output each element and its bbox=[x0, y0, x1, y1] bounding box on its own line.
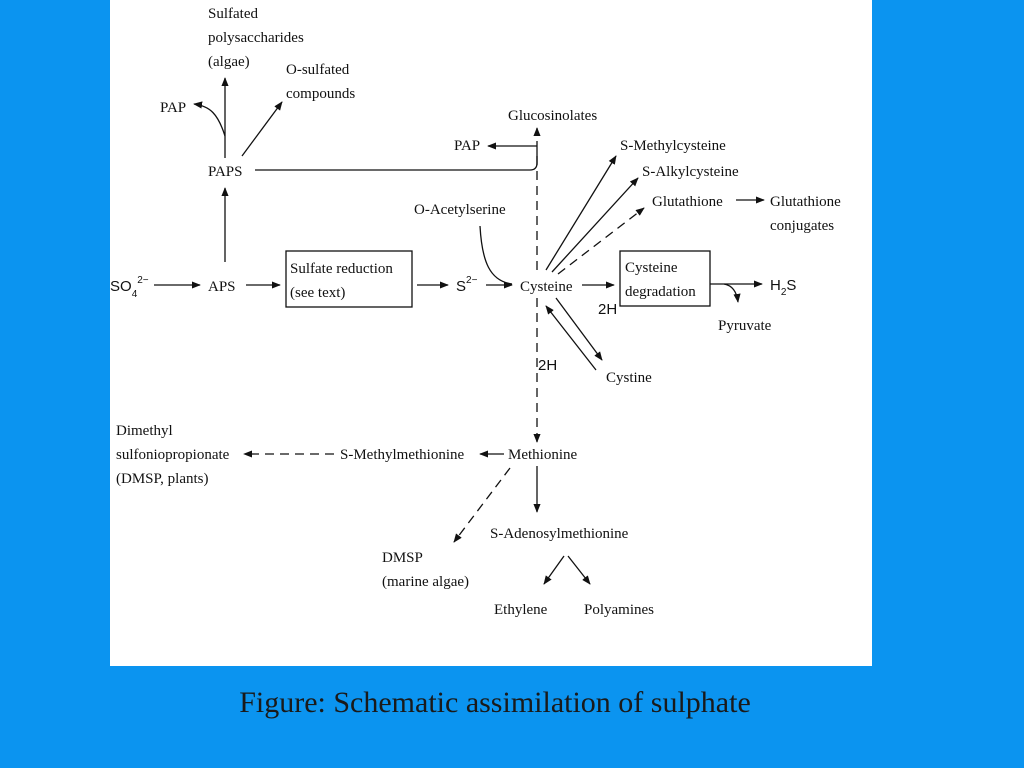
figure-caption: Figure: Schematic assimilation of sulpha… bbox=[239, 686, 751, 719]
h2s-label: H2S bbox=[770, 277, 796, 298]
sulfate-reduction-line1: Sulfate reduction bbox=[290, 261, 393, 277]
arrow-cystine-to-cysteine bbox=[545, 305, 597, 371]
sulfate-reduction-box bbox=[285, 250, 413, 308]
diagram-panel: Sulfated polysaccharides (algae) O-sulfa… bbox=[110, 0, 872, 666]
arrow-paps-to-o-sulfated bbox=[241, 101, 283, 157]
glutathione-conjugates-line2: conjugates bbox=[770, 218, 834, 234]
cystine-label: Cystine bbox=[606, 370, 652, 386]
cysteine-label: Cysteine bbox=[520, 279, 573, 295]
pap-right-label: PAP bbox=[454, 138, 480, 154]
arrow-to-polyamines bbox=[567, 555, 591, 585]
paps-label: PAPS bbox=[208, 164, 242, 180]
cysteine-degradation-line2: degradation bbox=[625, 284, 696, 300]
two-h-lower-label: 2H bbox=[538, 357, 557, 374]
o-acetylserine-curve bbox=[479, 225, 513, 285]
ethylene-label: Ethylene bbox=[494, 602, 548, 618]
o-acetylserine-label: O-Acetylserine bbox=[414, 202, 506, 218]
s-methylcysteine-label: S-Methylcysteine bbox=[620, 138, 726, 154]
so4-label: SO42− bbox=[110, 275, 149, 300]
aps-label: APS bbox=[208, 279, 236, 295]
o-sulfated-compounds-line1: O-sulfated bbox=[286, 62, 350, 78]
two-h-upper-label: 2H bbox=[598, 301, 617, 318]
paps-to-cysteine-connector bbox=[255, 150, 538, 171]
sulfated-polysaccharides-line2: polysaccharides bbox=[208, 30, 304, 46]
glutathione-label: Glutathione bbox=[652, 194, 723, 210]
arrow-to-glutathione bbox=[557, 207, 645, 275]
polyamines-label: Polyamines bbox=[584, 602, 654, 618]
pyruvate-label: Pyruvate bbox=[718, 318, 772, 334]
arrow-to-dmsp-marine bbox=[453, 467, 511, 543]
glucosinolates-label: Glucosinolates bbox=[508, 108, 597, 124]
s2-label: S2− bbox=[456, 275, 478, 295]
dmsp-marine-line1: DMSP bbox=[382, 550, 423, 566]
arrow-to-pyruvate bbox=[723, 283, 741, 303]
cysteine-degradation-box bbox=[619, 250, 711, 307]
arrow-to-s-alkylcysteine bbox=[551, 177, 639, 273]
sulfate-reduction-line2: (see text) bbox=[290, 285, 345, 301]
cysteine-degradation-line1: Cysteine bbox=[625, 260, 678, 276]
s-alkylcysteine-label: S-Alkylcysteine bbox=[642, 164, 739, 180]
arrow-to-s-methylcysteine bbox=[545, 155, 617, 271]
arrow-to-ethylene bbox=[543, 555, 565, 585]
arrow-cysteine-to-cystine bbox=[555, 297, 603, 361]
s-methylmethionine-label: S-Methylmethionine bbox=[340, 447, 464, 463]
sulfated-polysaccharides-line3: (algae) bbox=[208, 54, 250, 70]
dmsp-plants-line3: (DMSP, plants) bbox=[116, 471, 209, 487]
sulfated-polysaccharides-line1: Sulfated bbox=[208, 6, 258, 22]
o-sulfated-compounds-line2: compounds bbox=[286, 86, 355, 102]
dmsp-marine-line2: (marine algae) bbox=[382, 574, 469, 590]
pap-left-label: PAP bbox=[160, 100, 186, 116]
sulfate-pathway-diagram: Sulfated polysaccharides (algae) O-sulfa… bbox=[110, 6, 841, 618]
glutathione-conjugates-line1: Glutathione bbox=[770, 194, 841, 210]
methionine-label: Methionine bbox=[508, 447, 577, 463]
dmsp-plants-line2: sulfoniopropionate bbox=[116, 447, 230, 463]
arrow-paps-to-pap bbox=[193, 101, 226, 137]
s-adenosylmethionine-label: S-Adenosylmethionine bbox=[490, 526, 629, 542]
dmsp-plants-line1: Dimethyl bbox=[116, 423, 173, 439]
